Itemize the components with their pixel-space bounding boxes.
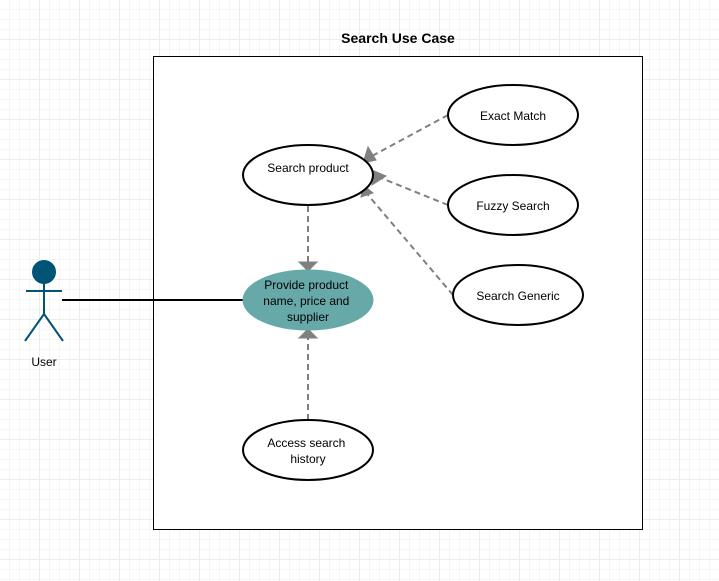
use-case-fuzzy-search[interactable]: Fuzzy Search [447,174,579,236]
use-case-ellipse [447,174,579,236]
use-case-ellipse [447,84,579,146]
use-case-access-search-history[interactable]: Access search history [242,419,374,481]
use-case-label-line: Provide product [264,278,349,292]
generalization-generic-to-search [367,194,454,296]
actor-user[interactable] [24,260,64,342]
arrowhead-exact [362,145,377,164]
use-case-label: Exact Match [480,109,546,123]
use-case-label-line: name, price and [263,294,349,308]
use-case-label: Access search history [267,436,348,466]
generalization-exact-to-search [371,114,449,157]
use-case-exact-match[interactable]: Exact Match [447,84,579,146]
arrowhead-down [297,261,319,272]
use-case-ellipse [242,269,374,331]
diagram-title: Search Use Case [341,30,455,46]
actor-left-leg [24,313,45,342]
use-case-label-line: supplier [287,310,329,324]
use-case-label: Search product [267,161,349,175]
arrowhead-up [297,328,319,339]
use-case-search-generic[interactable]: Search Generic [452,264,584,326]
actor-head [32,260,56,284]
use-case-search-product[interactable]: Search product [242,144,374,206]
dependency-arrows [307,114,454,420]
use-case-label-line: history [290,452,325,466]
use-case-ellipse [242,144,374,206]
use-case-provide-product-info[interactable]: Provide product name, price and supplier [242,269,374,331]
use-case-label-line: Access search [267,436,345,450]
use-case-ellipse [242,419,374,481]
arrow-heads [297,145,388,339]
use-case-label: Search Generic [476,289,559,303]
use-case-label: Provide product name, price and supplier [263,278,352,324]
actor-right-leg [43,313,64,342]
generalization-fuzzy-to-search [380,177,449,206]
use-case-label: Fuzzy Search [476,199,549,213]
use-case-ellipse [452,264,584,326]
actor-label: User [31,355,56,369]
